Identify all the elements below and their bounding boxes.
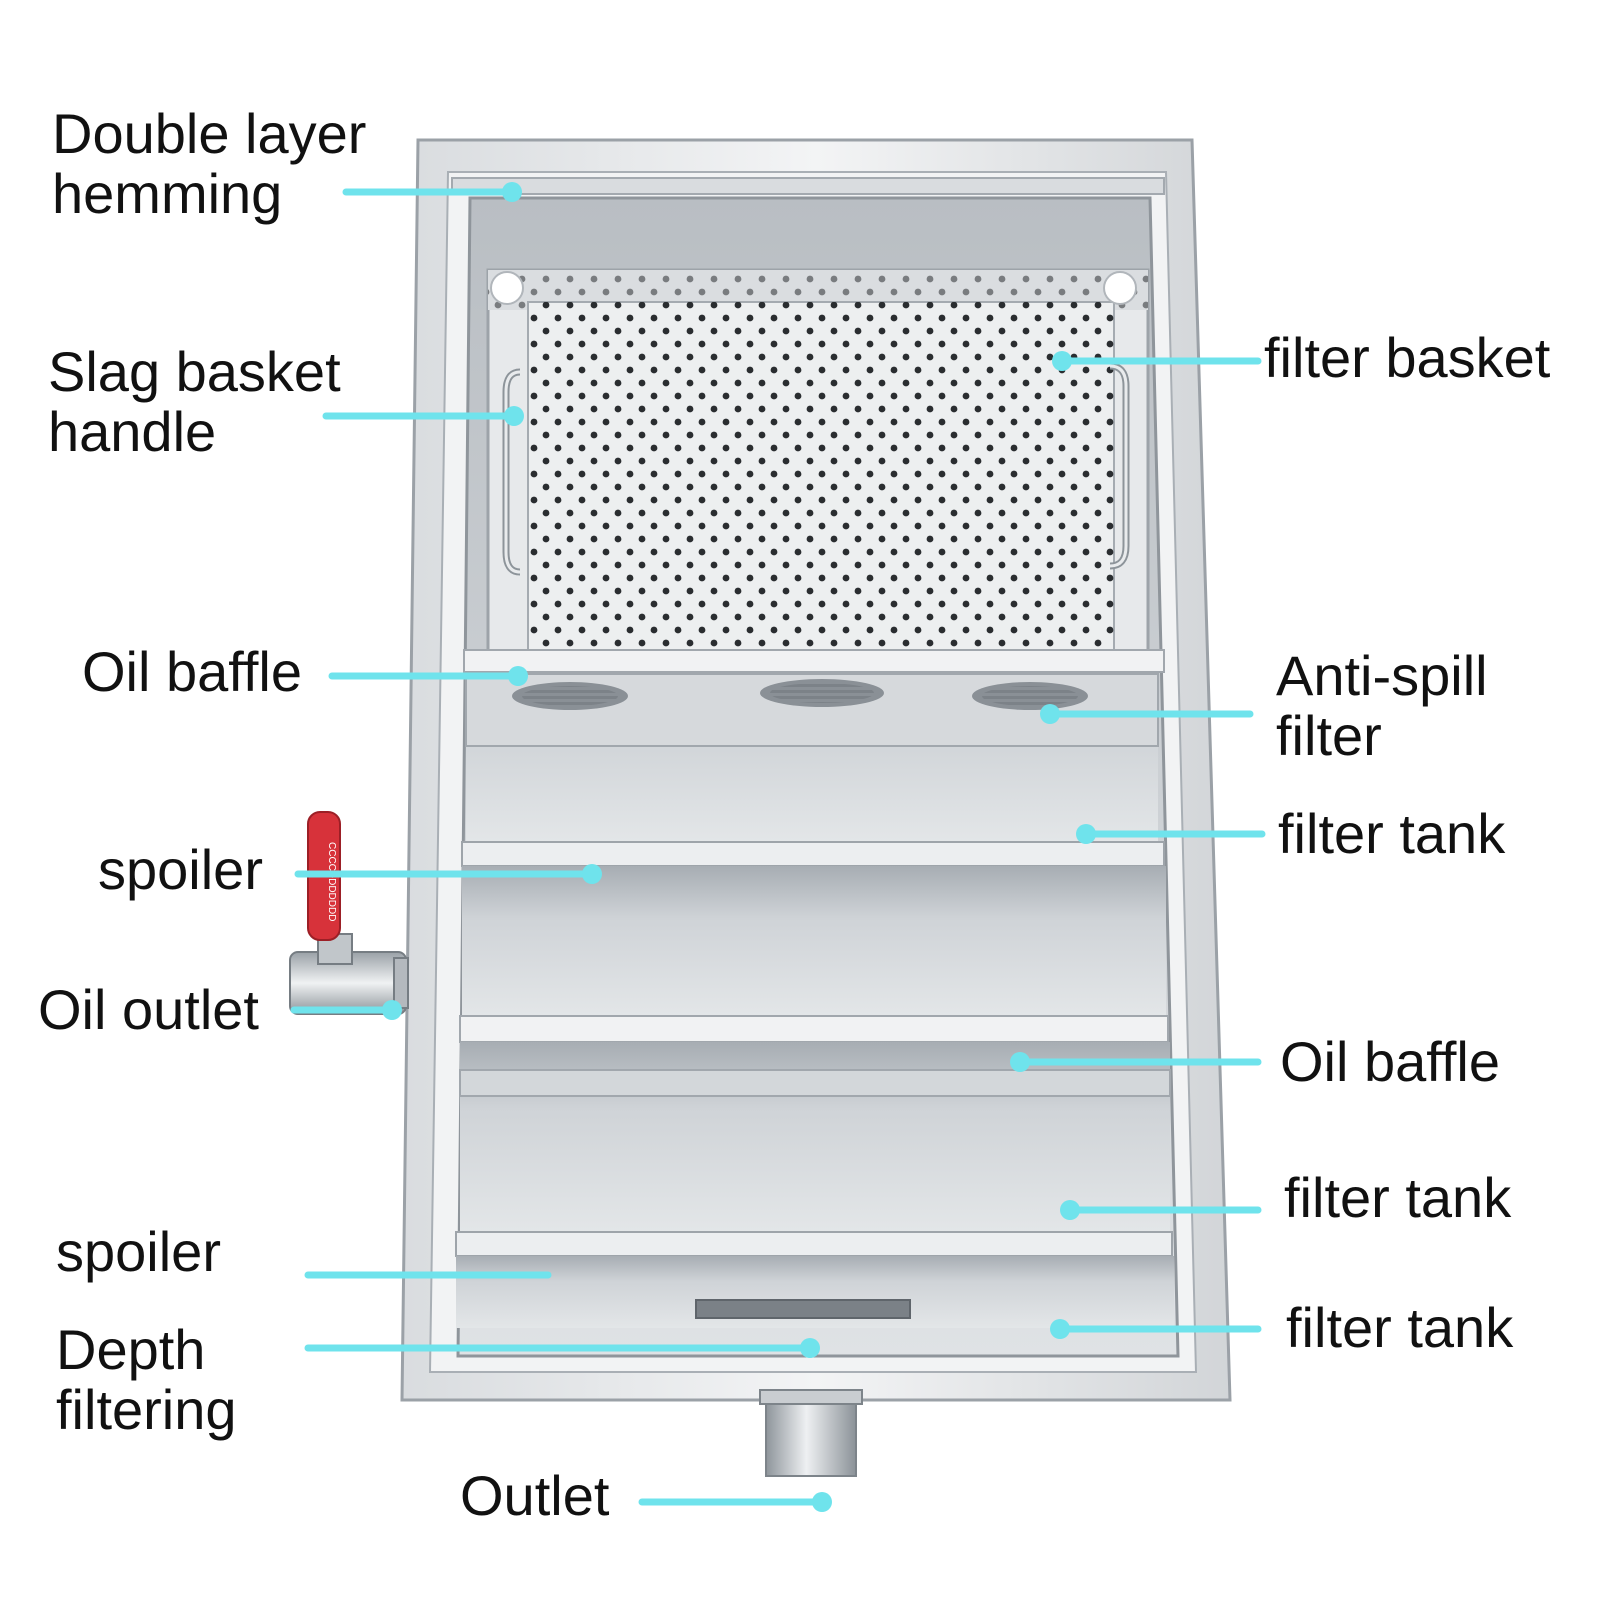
leader-depth-filtering <box>304 1338 820 1358</box>
oil-baffle-lower <box>459 1015 1169 1043</box>
leader-spoiler-upper <box>294 864 602 884</box>
filter-tank-chamber-3 <box>459 1042 1171 1232</box>
leader-outlet <box>638 1492 832 1512</box>
double-layer-hemming <box>451 177 1165 195</box>
label-double-layer-hemming-line1: Double layer <box>52 102 367 165</box>
label-slag-basket-handle-line2: handle <box>48 400 217 463</box>
depth-filtering-slot <box>695 1299 911 1319</box>
label-anti-spill-filter-line2: filter <box>1276 704 1382 767</box>
label-filter-tank-1: filter tank <box>1278 802 1506 865</box>
label-filter-tank-3: filter tank <box>1286 1296 1514 1359</box>
label-depth-filtering-line2: filtering <box>56 1378 237 1441</box>
label-depth-filtering: Depth filtering <box>56 1320 237 1440</box>
label-oil-baffle-right: Oil baffle <box>1280 1030 1500 1093</box>
label-slag-basket-handle-line1: Slag basket <box>48 340 341 403</box>
label-outlet: Outlet <box>460 1464 610 1527</box>
leader-oil-baffle-right <box>1010 1052 1262 1072</box>
leader-filter-tank-2 <box>1060 1200 1262 1220</box>
oil-baffle-upper <box>463 649 1165 673</box>
leader-oil-baffle-left <box>328 666 528 686</box>
valve-handle-text: CCCCDDDDDDD <box>326 842 337 921</box>
label-anti-spill-filter-line1: Anti-spill <box>1276 644 1488 707</box>
label-filter-basket: filter basket <box>1264 326 1551 389</box>
label-spoiler-lower: spoiler <box>56 1220 221 1283</box>
spoiler-upper <box>461 841 1165 867</box>
leader-filter-tank-1 <box>1076 824 1266 844</box>
label-slag-basket-handle: Slag basket handle <box>48 342 341 462</box>
label-spoiler-upper: spoiler <box>98 838 263 901</box>
filter-basket <box>486 268 1150 662</box>
slag-basket-handle-right <box>1109 362 1130 570</box>
leader-double-layer-hemming <box>342 182 522 202</box>
leader-slag-basket-handle <box>322 406 524 426</box>
outlet-pipe <box>759 1389 863 1477</box>
anti-spill-filter-openings <box>512 679 1088 710</box>
leader-filter-tank-3 <box>1050 1319 1262 1339</box>
leader-filter-basket <box>1052 351 1262 371</box>
leader-oil-outlet <box>290 1000 402 1020</box>
label-anti-spill-filter: Anti-spill filter <box>1276 646 1488 766</box>
oil-outlet-valve: CCCCDDDDDDD <box>289 811 409 1015</box>
leader-lines <box>290 182 1266 1512</box>
label-oil-outlet: Oil outlet <box>38 978 259 1041</box>
slag-basket-handle-left <box>502 368 521 576</box>
spoiler-lower <box>455 1231 1173 1257</box>
label-filter-tank-2: filter tank <box>1284 1166 1512 1229</box>
label-oil-baffle-left: Oil baffle <box>82 640 302 703</box>
label-depth-filtering-line1: Depth <box>56 1318 206 1381</box>
filter-tank-chamber-2 <box>462 866 1166 1016</box>
label-double-layer-hemming-line2: hemming <box>52 162 283 225</box>
label-double-layer-hemming: Double layer hemming <box>52 104 366 224</box>
leader-anti-spill-filter <box>1040 704 1254 724</box>
